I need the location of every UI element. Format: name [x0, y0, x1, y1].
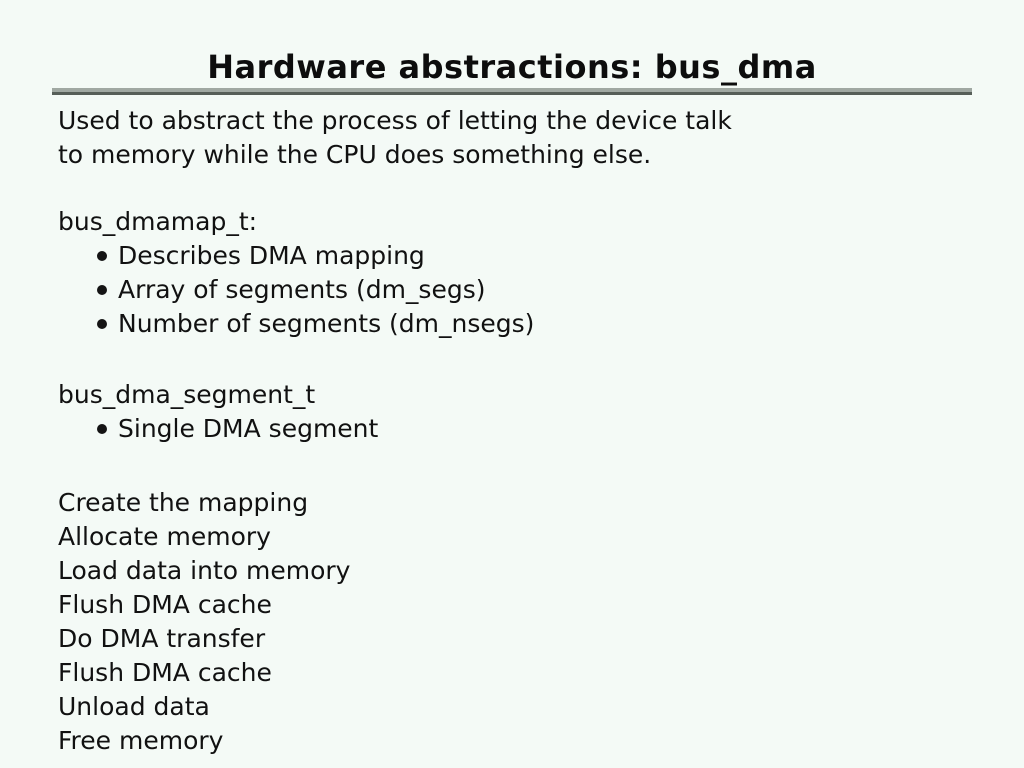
section-bus-dmamap-t: bus_dmamap_t: Describes DMA mapping Arra…: [58, 205, 988, 341]
slide-body: Used to abstract the process of letting …: [58, 104, 988, 758]
bullet-item: Number of segments (dm_nsegs): [58, 307, 988, 341]
section-heading: bus_dmamap_t:: [58, 207, 258, 236]
slide-title: Hardware abstractions: bus_dma: [207, 48, 817, 86]
title-rule-divider: [52, 88, 972, 95]
step-line: Create the mapping: [58, 488, 309, 517]
bullet-item: Array of segments (dm_segs): [58, 273, 988, 307]
intro-line: Used to abstract the process of letting …: [58, 106, 732, 135]
bullet-icon: [97, 285, 107, 295]
step-line: Flush DMA cache: [58, 590, 272, 619]
bullet-text: Single DMA segment: [118, 414, 379, 443]
step-line: Allocate memory: [58, 522, 271, 551]
step-line: Flush DMA cache: [58, 658, 272, 687]
step-line: Free memory: [58, 726, 224, 755]
bullet-text: Array of segments (dm_segs): [118, 275, 486, 304]
step-line: Load data into memory: [58, 556, 351, 585]
bullet-text: Describes DMA mapping: [118, 241, 425, 270]
intro-paragraph: Used to abstract the process of letting …: [58, 104, 988, 172]
step-line: Do DMA transfer: [58, 624, 266, 653]
section-heading: bus_dma_segment_t: [58, 380, 316, 409]
bullet-text: Number of segments (dm_nsegs): [118, 309, 535, 338]
bullet-item: Describes DMA mapping: [58, 239, 988, 273]
step-line: Unload data: [58, 692, 210, 721]
bullet-icon: [97, 424, 107, 434]
bullet-icon: [97, 251, 107, 261]
bullet-icon: [97, 319, 107, 329]
dma-steps-list: Create the mapping Allocate memory Load …: [58, 486, 988, 758]
section-bus-dma-segment-t: bus_dma_segment_t Single DMA segment: [58, 378, 988, 446]
intro-line: to memory while the CPU does something e…: [58, 140, 652, 169]
bullet-item: Single DMA segment: [58, 412, 988, 446]
